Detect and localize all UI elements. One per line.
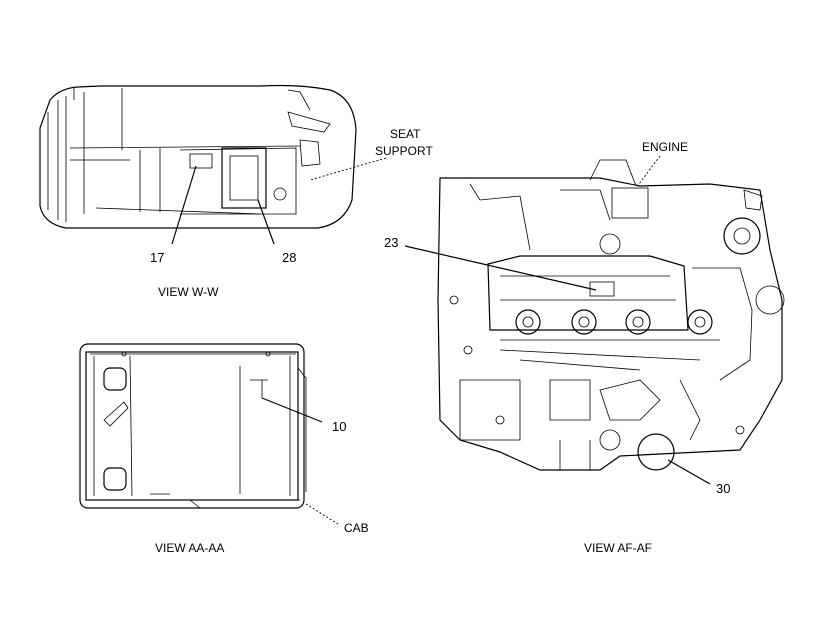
callout-23-leader	[404, 245, 597, 291]
callout-17-leader	[171, 165, 197, 245]
callout-10-leader	[261, 397, 323, 423]
callout-30-leader	[667, 459, 711, 485]
seat-support-leader	[309, 157, 387, 181]
view-af-drawing	[437, 159, 785, 471]
callout-10: 10	[332, 419, 346, 434]
cab-leader	[305, 503, 339, 525]
view-aa-caption: VIEW AA-AA	[155, 541, 224, 555]
support-label: SUPPORT	[375, 144, 433, 158]
view-af-caption: VIEW AF-AF	[584, 541, 652, 555]
callout-28: 28	[282, 250, 296, 265]
seat-label: SEAT	[390, 127, 421, 141]
callout-30: 30	[716, 481, 730, 496]
view-ww-caption: VIEW W-W	[158, 285, 219, 299]
callout-28-leader	[257, 199, 275, 245]
callout-17: 17	[150, 250, 164, 265]
callout-23: 23	[384, 235, 398, 250]
cab-label: CAB	[344, 521, 369, 535]
engine-leader	[635, 155, 661, 189]
view-ww-drawing	[39, 84, 357, 229]
engine-label: ENGINE	[642, 140, 688, 154]
view-aa-drawing	[79, 343, 307, 509]
